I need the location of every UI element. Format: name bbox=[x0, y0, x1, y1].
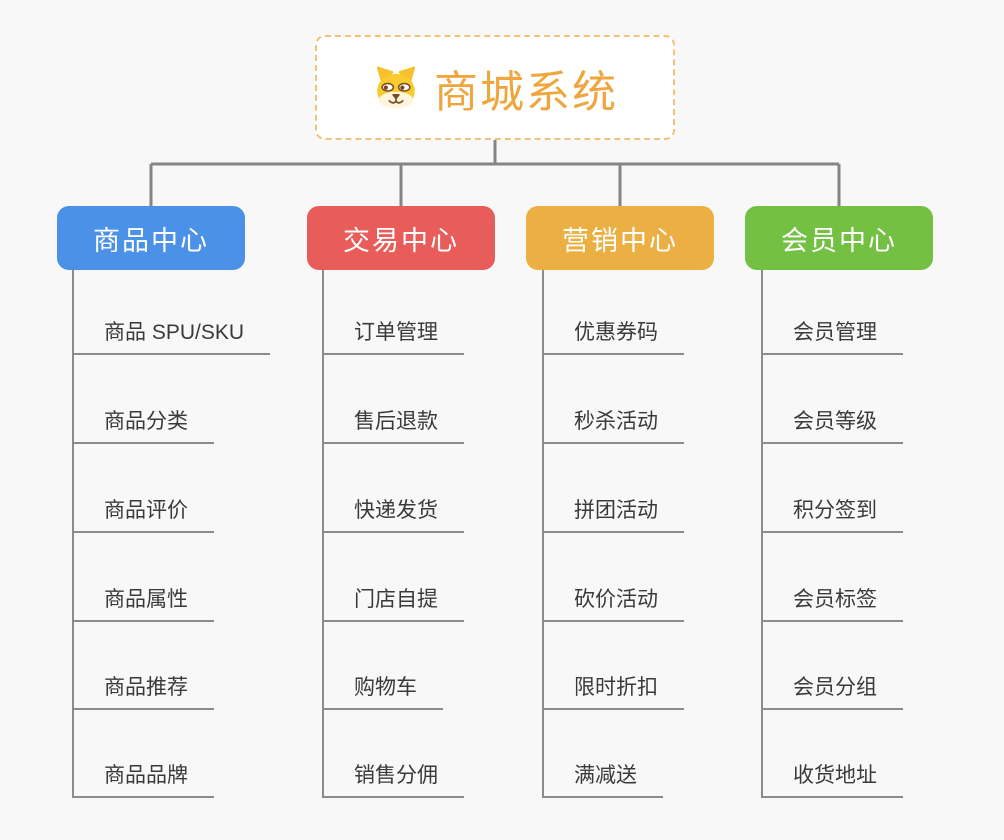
leaf-node[interactable]: 优惠券码 bbox=[542, 309, 684, 355]
root-node[interactable]: 商城系统 bbox=[315, 35, 675, 140]
leaf-node[interactable]: 购物车 bbox=[322, 664, 443, 710]
branch-node-trade-center[interactable]: 交易中心 bbox=[307, 206, 495, 270]
leaf-node[interactable]: 拼团活动 bbox=[542, 487, 684, 533]
dog-face-icon bbox=[372, 64, 420, 112]
leaf-node[interactable]: 订单管理 bbox=[322, 309, 464, 355]
leaf-node[interactable]: 会员等级 bbox=[761, 398, 903, 444]
leaf-node[interactable]: 商品推荐 bbox=[72, 664, 214, 710]
leaf-node[interactable]: 商品品牌 bbox=[72, 752, 214, 798]
leaf-node[interactable]: 砍价活动 bbox=[542, 576, 684, 622]
leaf-node[interactable]: 会员分组 bbox=[761, 664, 903, 710]
leaf-node[interactable]: 收货地址 bbox=[761, 752, 903, 798]
leaf-node[interactable]: 商品属性 bbox=[72, 576, 214, 622]
leaf-node[interactable]: 门店自提 bbox=[322, 576, 464, 622]
branch-node-product-center[interactable]: 商品中心 bbox=[57, 206, 245, 270]
leaf-node[interactable]: 秒杀活动 bbox=[542, 398, 684, 444]
leaf-node[interactable]: 快递发货 bbox=[322, 487, 464, 533]
leaf-node[interactable]: 积分签到 bbox=[761, 487, 903, 533]
branch-node-member-center[interactable]: 会员中心 bbox=[745, 206, 933, 270]
branch-node-marketing-center[interactable]: 营销中心 bbox=[526, 206, 714, 270]
leaf-node[interactable]: 会员标签 bbox=[761, 576, 903, 622]
leaf-node[interactable]: 售后退款 bbox=[322, 398, 464, 444]
leaf-node[interactable]: 会员管理 bbox=[761, 309, 903, 355]
leaf-node[interactable]: 销售分佣 bbox=[322, 752, 464, 798]
leaf-node[interactable]: 商品评价 bbox=[72, 487, 214, 533]
leaf-node[interactable]: 限时折扣 bbox=[542, 664, 684, 710]
leaf-node[interactable]: 商品 SPU/SKU bbox=[72, 309, 271, 355]
root-title: 商城系统 bbox=[434, 67, 618, 117]
leaf-node[interactable]: 商品分类 bbox=[72, 398, 214, 444]
leaf-node[interactable]: 满减送 bbox=[542, 752, 663, 798]
